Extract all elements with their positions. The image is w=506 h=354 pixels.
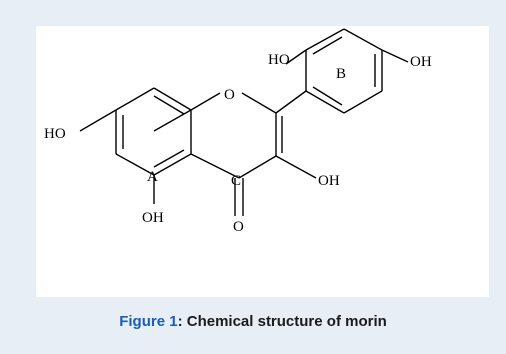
atom-label-ho-left: HO bbox=[44, 126, 66, 142]
atom-label-ring-oxygen: O bbox=[224, 87, 235, 103]
substituent-bonds bbox=[79, 49, 409, 216]
ring-label-c: C bbox=[231, 173, 241, 189]
atom-label-carbonyl-oxygen: O bbox=[233, 219, 244, 235]
ring-label-b: B bbox=[336, 66, 346, 82]
caption-separator: : bbox=[177, 313, 187, 330]
figure-number: Figure 1 bbox=[119, 313, 178, 330]
morin-structure-diagram: HO OH HO O OH OH O A B C bbox=[44, 28, 432, 235]
caption-text: Chemical structure of morin bbox=[186, 313, 387, 330]
ring-c bbox=[190, 92, 283, 179]
figure-caption: Figure 1: Chemical structure of morin bbox=[0, 313, 506, 330]
atom-label-oh-c3: OH bbox=[318, 173, 340, 189]
ring-label-a: A bbox=[147, 169, 158, 185]
ring-b bbox=[275, 28, 383, 114]
atom-label-ho-top-left: HO bbox=[268, 52, 290, 68]
atom-label-oh-top-right: OH bbox=[410, 54, 432, 70]
atom-label-oh-bottom: OH bbox=[142, 210, 164, 226]
figure-panel: HO OH HO O OH OH O A B C bbox=[36, 26, 489, 297]
ring-a bbox=[115, 87, 192, 176]
